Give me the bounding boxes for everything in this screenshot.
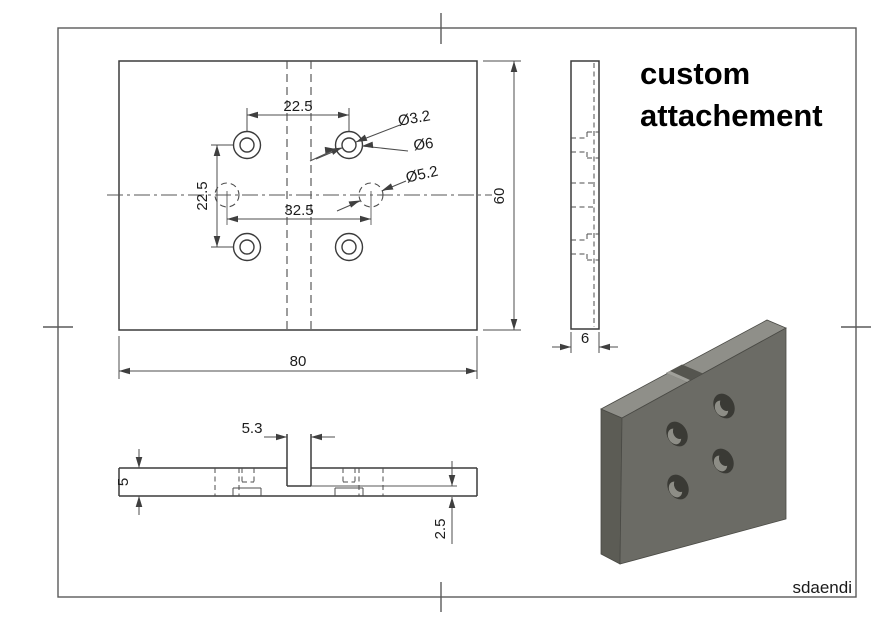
hidden-holes-right <box>334 468 384 496</box>
leader-dia-counterbore: Ø6 <box>309 135 434 162</box>
dim-label-plate-height: 60 <box>491 188 508 205</box>
hidden-mid-hole <box>571 182 594 208</box>
dim-label-slot-hole-pitch: 32.5 <box>284 202 313 219</box>
dim-label-slot-width: 5.3 <box>242 420 263 437</box>
leader-dia-drill: Ø3.2 <box>315 107 432 160</box>
iso-hole-upper-right <box>713 393 735 419</box>
dim-plate-width: 80 <box>118 336 478 379</box>
hidden-hole-left <box>214 182 240 208</box>
iso-hole-lower-left <box>667 474 689 500</box>
border-frame <box>57 27 857 598</box>
dim-label-dia-mid-hole: Ø5.2 <box>404 163 440 187</box>
side-plate-outline <box>570 60 600 330</box>
dim-label-slot-floor: 2.5 <box>432 519 449 540</box>
iso-hole-upper-left <box>666 421 688 447</box>
bottom-view: 5.3 5 2.5 80 <box>115 336 478 544</box>
title-block: custom attachement <box>640 56 823 133</box>
front-view: 22.5 22.5 32.5 60 <box>107 60 521 331</box>
iso-front-face <box>619 327 787 565</box>
dim-label-dia-drill: Ø3.2 <box>397 107 432 129</box>
dim-label-section-thickness: 5 <box>115 478 132 486</box>
iso-view <box>600 319 787 565</box>
drawing-border <box>43 13 871 612</box>
dim-plate-height: 60 <box>483 60 521 331</box>
hidden-counterbore-upper <box>571 131 599 159</box>
hidden-holes-left <box>214 468 262 496</box>
dim-label-plate-thickness: 6 <box>581 330 589 347</box>
side-view: 6 <box>552 60 618 353</box>
hidden-counterbore-lower <box>571 233 599 261</box>
counterbore-hole-top-right <box>334 130 364 160</box>
counterbore-hole-bottom-left <box>232 232 262 262</box>
dim-label-dia-counterbore: Ø6 <box>412 135 434 154</box>
counterbore-hole-bottom-right <box>334 232 364 262</box>
dim-slot-width: 5.3 <box>242 420 335 441</box>
dim-slot-floor: 2.5 <box>432 461 456 544</box>
iso-side-face <box>600 408 623 565</box>
dim-hole-pitch-x: 22.5 <box>246 98 350 131</box>
dim-hole-pitch-y: 22.5 <box>194 144 233 248</box>
dim-section-thickness: 5 <box>115 449 143 515</box>
dim-plate-thickness: 6 <box>552 330 618 353</box>
dim-slot-hole-pitch: 32.5 <box>226 191 372 225</box>
counterbore-hole-top-left <box>232 130 262 160</box>
leader-dia-mid-hole: Ø5.2 <box>336 163 440 212</box>
slot-section <box>286 434 457 487</box>
iso-hole-lower-right <box>712 448 734 474</box>
title-line-1: custom <box>640 56 750 91</box>
watermark-text: sdaendi <box>792 578 852 597</box>
dim-label-hole-pitch-y: 22.5 <box>194 181 211 210</box>
iso-notch-opening <box>666 364 703 382</box>
dim-label-hole-pitch-x: 22.5 <box>283 98 312 115</box>
title-line-2: attachement <box>640 98 823 133</box>
hidden-hole-right <box>358 182 384 208</box>
dim-label-plate-width: 80 <box>290 353 307 370</box>
iso-notch-wall-highlight <box>666 371 690 382</box>
